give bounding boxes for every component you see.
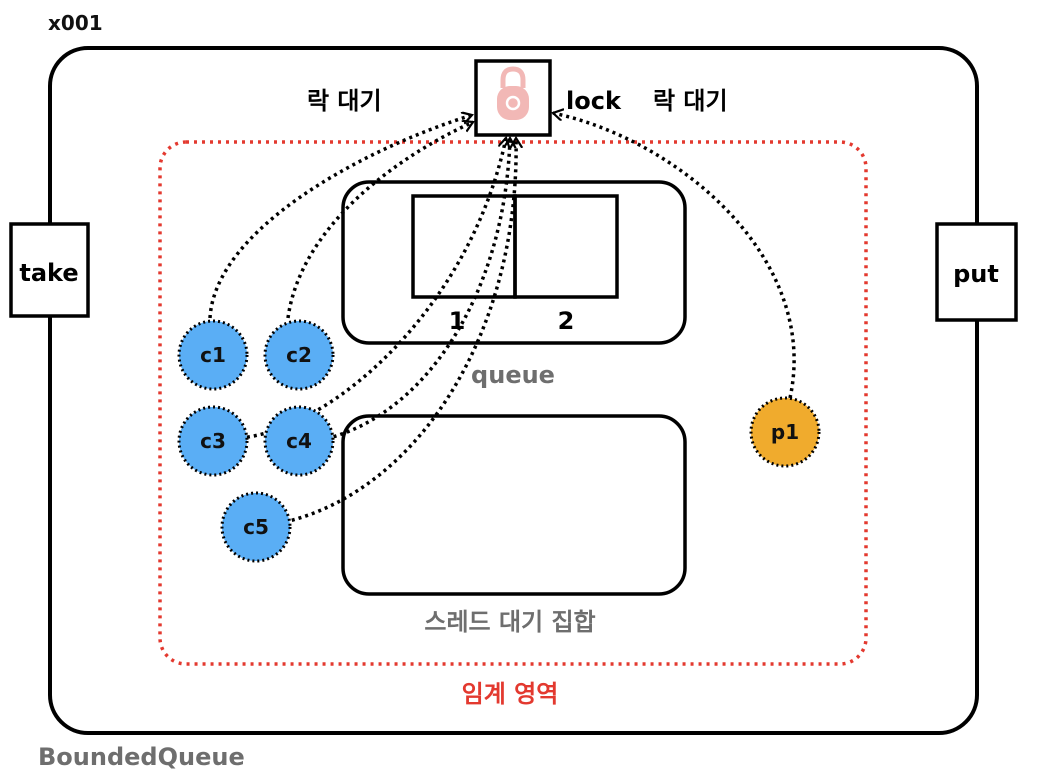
queue-slot-1-label: 1	[449, 307, 466, 335]
consumer-thread-c4: c4	[263, 405, 335, 477]
consumer-thread-label: c1	[200, 343, 226, 367]
lock-wait-right-label: 락 대기	[653, 87, 728, 115]
object-name-label: BoundedQueue	[38, 743, 245, 771]
producer-thread-label: p1	[771, 420, 799, 444]
consumer-thread-c2: c2	[263, 319, 335, 391]
consumer-thread-c3: c3	[177, 405, 249, 477]
thread-wait-set-label: 스레드 대기 집합	[424, 608, 595, 636]
queue-label: queue	[471, 361, 555, 389]
put-method-label: put	[953, 260, 999, 288]
consumer-thread-label: c3	[200, 429, 226, 453]
consumer-thread-label: c5	[243, 515, 269, 539]
take-method-label: take	[19, 259, 78, 287]
consumer-thread-c1: c1	[177, 319, 249, 391]
queue-slot-2	[513, 194, 619, 299]
arrow-c5-to-lock	[284, 138, 516, 524]
critical-section-label: 임계 영역	[462, 680, 559, 708]
arrow-c1-to-lock	[208, 115, 472, 319]
queue-slot-2-label: 2	[558, 307, 575, 335]
arrow-c2-to-lock	[286, 122, 473, 319]
consumer-thread-c5: c5	[220, 491, 292, 563]
lock-wait-left-label: 락 대기	[307, 87, 382, 115]
bounded-queue-object-box	[48, 46, 979, 735]
put-method-box	[935, 222, 1018, 322]
consumer-thread-label: c4	[286, 429, 312, 453]
queue-container	[341, 180, 687, 345]
producer-thread-p1: p1	[749, 396, 821, 468]
take-method-box	[9, 222, 90, 318]
lock-label: lock	[566, 87, 622, 115]
consumer-thread-label: c2	[286, 343, 312, 367]
critical-section-area	[158, 140, 868, 666]
object-id-label: x001	[48, 11, 103, 35]
arrow-c3-to-lock	[239, 138, 506, 440]
thread-wait-set-box	[341, 414, 687, 596]
arrow-p1-to-lock	[553, 113, 796, 399]
lock-wait-arrows	[208, 113, 796, 524]
lock-icon	[497, 66, 529, 120]
